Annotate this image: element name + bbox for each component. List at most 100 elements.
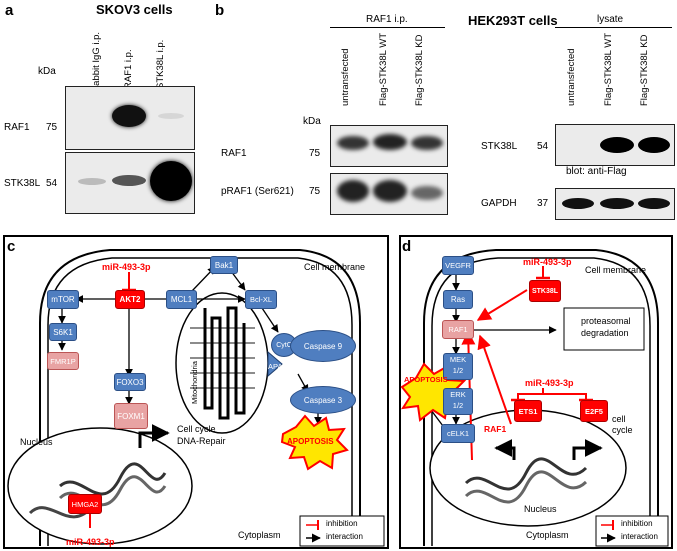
cytoplasm-label: Cytoplasm xyxy=(526,530,569,540)
band xyxy=(112,105,146,127)
row-label: GAPDH xyxy=(481,198,517,209)
cell-membrane-outer xyxy=(423,249,659,546)
band xyxy=(638,198,670,209)
red-arrow xyxy=(477,334,512,425)
legend-interaction-label: interaction xyxy=(621,532,658,541)
row-label: STK38L xyxy=(4,178,41,189)
cristae xyxy=(203,306,246,420)
node-apaf1: APAF-1 xyxy=(268,362,294,371)
band xyxy=(562,198,594,209)
cellcycle-label: cell xyxy=(612,414,626,424)
proteasomal-box xyxy=(563,307,645,351)
row-label: STK38L xyxy=(481,141,518,152)
panel-a-kda-label: kDa xyxy=(38,66,56,77)
blot-raf1-skov3 xyxy=(65,86,195,150)
red-arrow xyxy=(476,289,528,321)
apoptosis-burst xyxy=(280,414,349,471)
dna xyxy=(464,470,588,504)
node-caspase9: Caspase 9 xyxy=(290,330,356,362)
lane-label: Flag-STK38L KD xyxy=(639,34,650,106)
legend-inhibition-label: inhibition xyxy=(621,519,653,528)
panel-d-letter: d xyxy=(402,238,412,255)
raf1-nuclear-label: RAF1 xyxy=(484,424,507,434)
cell-membrane-outer xyxy=(39,249,361,546)
band xyxy=(78,178,106,185)
row-label: pRAF1 (Ser621) xyxy=(221,186,294,197)
panel-a-title: SKOV3 cells xyxy=(96,2,173,17)
lane-label: Flag-STK38L WT xyxy=(378,32,389,106)
band xyxy=(150,161,192,201)
band xyxy=(158,113,184,119)
node-erk-label: ERK xyxy=(450,390,466,399)
blot-gapdh-lysate xyxy=(555,188,675,220)
apaf1-shape xyxy=(267,350,283,378)
row-kda: 75 xyxy=(309,186,321,197)
panel-a-letter: a xyxy=(5,2,14,19)
node-mcl1: MCL1 xyxy=(166,290,197,309)
band xyxy=(337,136,369,150)
node-apoptosis: APOPTOSIS xyxy=(287,437,334,446)
panel-b-title: HEK293T cells xyxy=(468,13,558,28)
node-mek-label: 1/2 xyxy=(452,366,464,375)
nucleus-label: Nucleus xyxy=(20,437,53,447)
node-raf1: RAF1 xyxy=(442,320,474,339)
node-stk38l: STK38L xyxy=(529,280,561,302)
cellcycle-label: Cell cycle xyxy=(177,424,216,434)
node-erk: ERK 1/2 xyxy=(443,388,473,415)
node-caspase3: Caspase 3 xyxy=(290,386,356,414)
lane-label: Flag-STK38L KD xyxy=(414,34,425,106)
legend-inhibition-label: inhibition xyxy=(326,519,358,528)
dna xyxy=(464,457,588,491)
arrow xyxy=(494,439,516,460)
row-kda: 54 xyxy=(46,178,58,189)
node-fmr1p: FMR1P xyxy=(47,352,79,370)
blot-raf1-hek xyxy=(330,125,448,167)
band xyxy=(337,180,369,202)
legend-interaction-label: interaction xyxy=(326,532,363,541)
band xyxy=(411,136,443,150)
node-bak1: Bak1 xyxy=(210,256,238,274)
lane-label: untransfected xyxy=(340,48,351,106)
dna xyxy=(58,462,167,496)
panel-c-letter: c xyxy=(7,238,16,255)
band xyxy=(373,180,407,202)
band xyxy=(411,186,443,200)
band xyxy=(112,175,146,186)
nucleus-label: Nucleus xyxy=(524,504,557,514)
band xyxy=(373,134,407,150)
node-e2f5: E2F5 xyxy=(580,400,608,422)
group-line-lysate xyxy=(555,27,672,28)
panel-d-diagram xyxy=(399,235,673,549)
cristae xyxy=(190,327,255,389)
node-apoptosis: APOPTOSIS xyxy=(404,375,448,384)
node-vegfr: VEGFR xyxy=(442,256,474,275)
node-mtor: mTOR xyxy=(47,290,79,309)
band xyxy=(600,137,634,153)
group-line-ip xyxy=(330,27,445,28)
apaf1-wedge xyxy=(267,350,283,378)
band xyxy=(638,137,670,153)
row-label: RAF1 xyxy=(221,148,247,159)
cytoplasm-label: Cytoplasm xyxy=(238,530,281,540)
mirna-label: miR-493-3p xyxy=(525,378,574,388)
dnarepair-label: DNA-Repair xyxy=(177,436,226,446)
row-kda: 37 xyxy=(537,198,549,209)
node-mek-label: MEK xyxy=(449,355,467,364)
node-ras: Ras xyxy=(443,290,473,309)
band xyxy=(600,198,634,209)
row-kda: 75 xyxy=(309,148,321,159)
node-bclxl: Bcl-XL xyxy=(245,290,277,309)
group-label-ip: RAF1 i.p. xyxy=(366,14,408,25)
panel-b-kda-label: kDa xyxy=(303,116,321,127)
blot-stk38l-lysate xyxy=(555,124,675,166)
arrow xyxy=(261,307,279,333)
cell-membrane-label: Cell membrane xyxy=(585,265,647,275)
node-s6k1: S6K1 xyxy=(49,323,77,341)
node-akt2: AKT2 xyxy=(115,290,145,309)
blot-praf1-hek xyxy=(330,173,448,215)
cell-membrane-inner xyxy=(431,257,651,546)
mirna-label: miR-493-3p xyxy=(102,262,151,272)
proteasomal-label: degradation xyxy=(581,328,629,338)
node-mek: MEK 1/2 xyxy=(443,353,473,380)
blot-stk38l-skov3 xyxy=(65,152,195,214)
